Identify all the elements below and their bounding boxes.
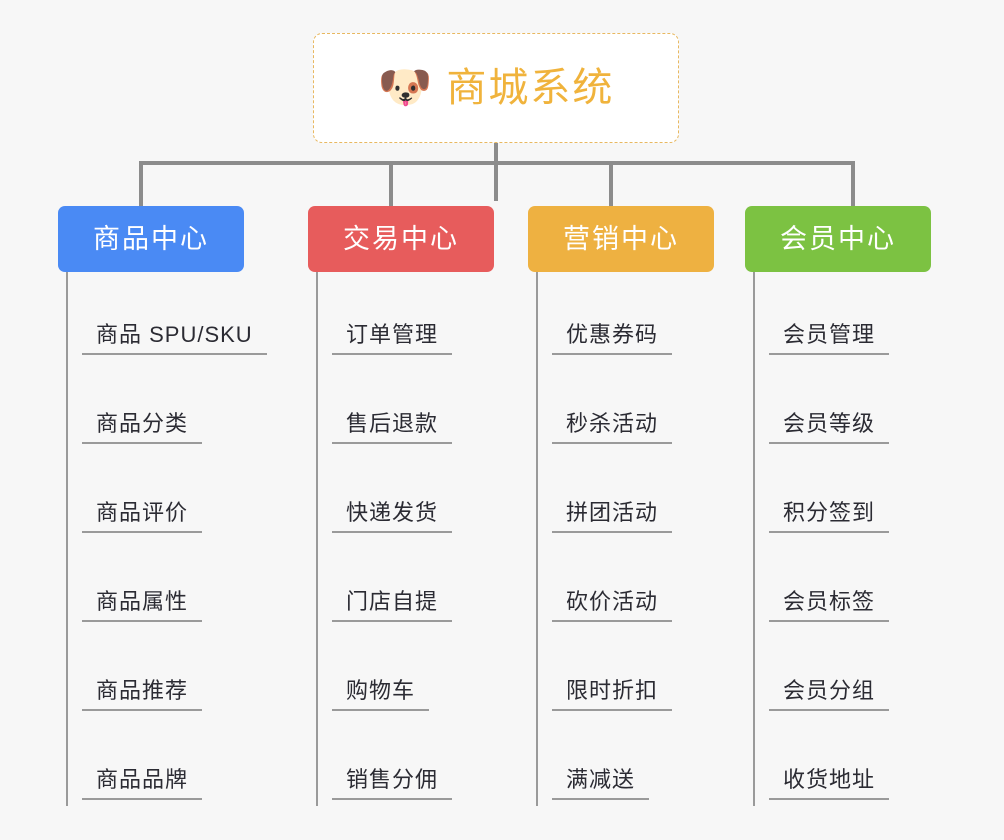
list-item[interactable]: 会员等级 (755, 361, 931, 450)
list-item[interactable]: 积分签到 (755, 450, 931, 539)
leaf-label: 积分签到 (769, 499, 890, 533)
leaf-label: 满减送 (552, 766, 650, 800)
list-item[interactable]: 商品推荐 (68, 628, 244, 717)
leaf-label: 拼团活动 (552, 499, 673, 533)
category-column-trade: 交易中心 订单管理 售后退款 快递发货 门店自提 购物车 销售分佣 (308, 206, 494, 806)
list-item[interactable]: 售后退款 (318, 361, 494, 450)
list-item[interactable]: 快递发货 (318, 450, 494, 539)
list-item[interactable]: 购物车 (318, 628, 494, 717)
list-item[interactable]: 订单管理 (318, 272, 494, 361)
root-title: 商城系统 (446, 66, 615, 110)
list-item[interactable]: 商品评价 (68, 450, 244, 539)
list-item[interactable]: 门店自提 (318, 539, 494, 628)
leaf-label: 会员管理 (769, 321, 890, 355)
category-column-product: 商品中心 商品 SPU/SKU 商品分类 商品评价 商品属性 商品推荐 商品品牌 (58, 206, 267, 806)
category-header-label: 交易中心 (343, 223, 459, 254)
leaf-label: 秒杀活动 (552, 410, 673, 444)
leaf-label: 商品属性 (82, 588, 203, 622)
leaf-label: 商品推荐 (82, 677, 203, 711)
list-item[interactable]: 满减送 (538, 717, 714, 806)
connector-horizontal-bus (139, 161, 855, 165)
list-item[interactable]: 限时折扣 (538, 628, 714, 717)
leaf-list-marketing: 优惠券码 秒杀活动 拼团活动 砍价活动 限时折扣 满减送 (536, 272, 714, 806)
category-header-label: 营销中心 (563, 223, 679, 254)
leaf-label: 商品品牌 (82, 766, 203, 800)
category-header-member[interactable]: 会员中心 (745, 206, 931, 272)
leaf-label: 商品评价 (82, 499, 203, 533)
category-header-label: 商品中心 (93, 223, 209, 254)
leaf-label: 门店自提 (332, 588, 453, 622)
leaf-label: 会员标签 (769, 588, 890, 622)
list-item[interactable]: 秒杀活动 (538, 361, 714, 450)
list-item[interactable]: 会员管理 (755, 272, 931, 361)
category-column-member: 会员中心 会员管理 会员等级 积分签到 会员标签 会员分组 收货地址 (745, 206, 931, 806)
root-node[interactable]: 🐶 商城系统 (313, 33, 679, 143)
connector-drop-1 (139, 161, 143, 206)
leaf-label: 销售分佣 (332, 766, 453, 800)
list-item[interactable]: 商品品牌 (68, 717, 244, 806)
list-item[interactable]: 商品 SPU/SKU (68, 272, 267, 361)
leaf-label: 售后退款 (332, 410, 453, 444)
list-item[interactable]: 商品分类 (68, 361, 244, 450)
connector-drop-2 (389, 161, 393, 206)
connector-drop-3 (609, 161, 613, 206)
category-header-trade[interactable]: 交易中心 (308, 206, 494, 272)
category-column-marketing: 营销中心 优惠券码 秒杀活动 拼团活动 砍价活动 限时折扣 满减送 (528, 206, 714, 806)
leaf-label: 订单管理 (332, 321, 453, 355)
leaf-label: 快递发货 (332, 499, 453, 533)
list-item[interactable]: 销售分佣 (318, 717, 494, 806)
list-item[interactable]: 拼团活动 (538, 450, 714, 539)
leaf-list-trade: 订单管理 售后退款 快递发货 门店自提 购物车 销售分佣 (316, 272, 494, 806)
leaf-label: 优惠券码 (552, 321, 673, 355)
connector-root-stem (494, 143, 498, 201)
category-header-marketing[interactable]: 营销中心 (528, 206, 714, 272)
list-item[interactable]: 会员标签 (755, 539, 931, 628)
leaf-label: 限时折扣 (552, 677, 673, 711)
leaf-label: 商品分类 (82, 410, 203, 444)
list-item[interactable]: 商品属性 (68, 539, 244, 628)
leaf-list-product: 商品 SPU/SKU 商品分类 商品评价 商品属性 商品推荐 商品品牌 (66, 272, 267, 806)
leaf-label: 会员分组 (769, 677, 890, 711)
category-header-product[interactable]: 商品中心 (58, 206, 244, 272)
leaf-label: 收货地址 (769, 766, 890, 800)
leaf-label: 会员等级 (769, 410, 890, 444)
leaf-label: 商品 SPU/SKU (82, 321, 267, 355)
category-header-label: 会员中心 (780, 223, 896, 254)
connector-drop-4 (851, 161, 855, 206)
dog-face-icon: 🐶 (377, 63, 433, 112)
leaf-list-member: 会员管理 会员等级 积分签到 会员标签 会员分组 收货地址 (753, 272, 931, 806)
leaf-label: 砍价活动 (552, 588, 673, 622)
leaf-label: 购物车 (332, 677, 430, 711)
list-item[interactable]: 会员分组 (755, 628, 931, 717)
list-item[interactable]: 优惠券码 (538, 272, 714, 361)
list-item[interactable]: 砍价活动 (538, 539, 714, 628)
list-item[interactable]: 收货地址 (755, 717, 931, 806)
